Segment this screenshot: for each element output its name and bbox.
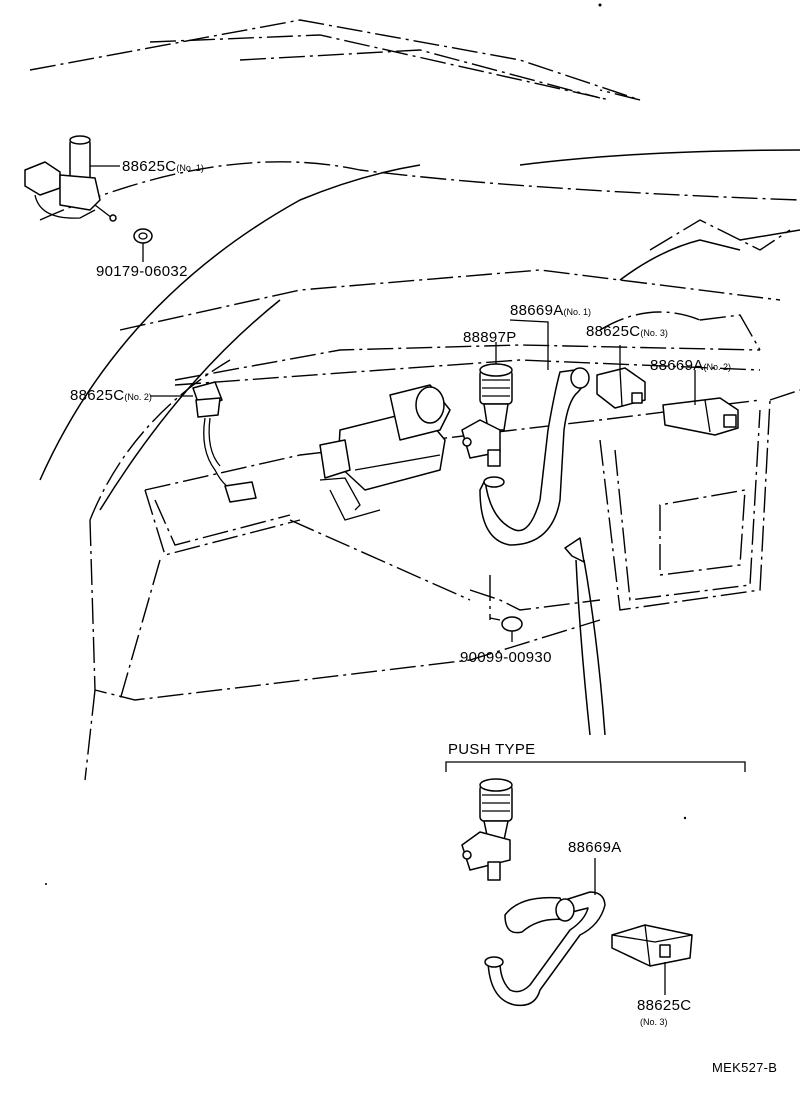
part-88625c-no1	[24, 135, 117, 222]
label-push-88625c: 88625C	[637, 997, 692, 1014]
speck	[45, 883, 47, 885]
push-connector	[611, 924, 693, 967]
label-push-88669a: 88669A	[568, 839, 622, 856]
label-90179-06032: 90179-06032	[96, 263, 188, 280]
label-reference-code: MEK527-B	[712, 1060, 778, 1075]
part-90099-screw	[489, 575, 523, 642]
label-88625c-no2: 88625C(No. 2)	[70, 387, 152, 404]
label-88625c-no3: 88625C(No. 3)	[586, 323, 668, 340]
heater-control-unit	[319, 384, 451, 521]
label-push-88625c-sub: (No. 3)	[640, 1017, 668, 1027]
speck	[598, 3, 602, 7]
part-88625c-no3	[596, 367, 646, 409]
push-nozzle	[461, 778, 513, 881]
push-type-bracket	[445, 761, 746, 772]
part-90179-nut	[133, 228, 153, 262]
part-88625c-no2	[192, 381, 257, 503]
label-90099-00930: 90099-00930	[460, 649, 552, 666]
body-outline	[29, 19, 800, 781]
part-88897p	[461, 363, 513, 467]
push-type-arrow	[564, 537, 606, 736]
push-hose	[484, 891, 606, 1007]
label-88669a-no1: 88669A(No. 1)	[510, 302, 592, 319]
speck	[683, 816, 687, 820]
part-88669a-no1	[479, 367, 590, 546]
body-edges	[39, 149, 800, 511]
part-88669a-no2	[662, 397, 739, 436]
label-88669a-no2: 88669A(No. 2)	[650, 357, 732, 374]
label-88897p: 88897P	[463, 329, 517, 346]
label-88625c-no1: 88625C(No. 1)	[122, 158, 204, 175]
label-push-type: PUSH TYPE	[448, 741, 536, 758]
leader-88669a-no1	[509, 319, 549, 370]
